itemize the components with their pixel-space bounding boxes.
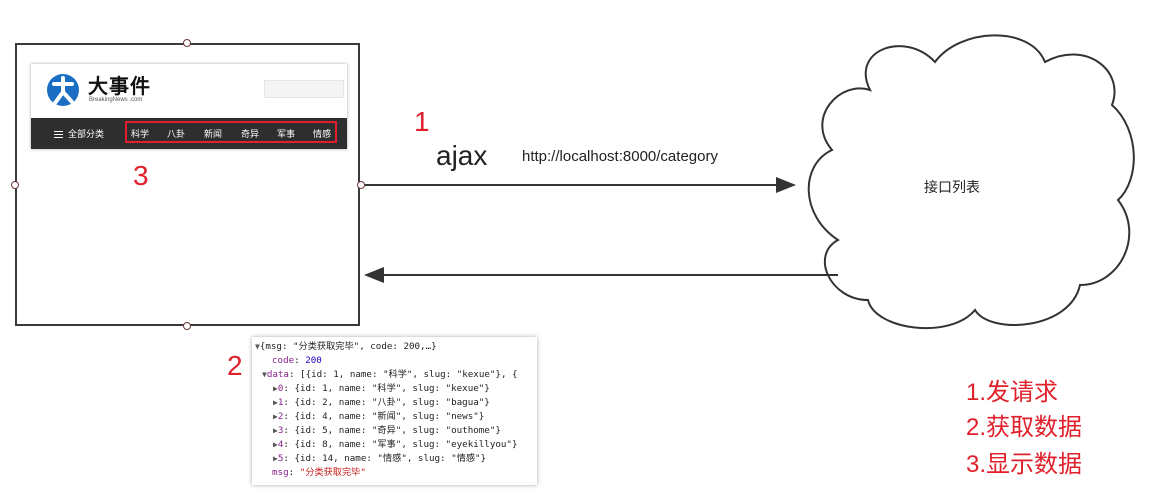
resize-handle-left[interactable] [11,181,19,189]
json-data-item[interactable]: ▶2: {id: 4, name: "新闻", slug: "news"} [273,411,485,422]
nav-category-4[interactable]: 奇异 [241,129,260,139]
category-navbar [31,118,347,149]
nav-category-3[interactable]: 新闻 [204,129,223,139]
json-data-item[interactable]: ▶1: {id: 2, name: "八卦", slug: "bagua"} [273,397,490,408]
nav-category-2[interactable]: 八卦 [167,129,186,139]
resize-handle-bottom[interactable] [183,322,191,330]
expand-triangle-icon[interactable]: ▼ [262,370,267,379]
json-response-panel: ▼{msg: "分类获取完毕", code: 200,…} code: 200 … [252,337,537,485]
annotation-1: 1 [414,106,430,137]
nav-category-5[interactable]: 军事 [277,129,296,139]
nav-category-6[interactable]: 情感 [313,129,332,139]
all-categories-label: 全部分类 [68,129,105,139]
expand-triangle-icon[interactable]: ▼ [255,342,260,351]
cloud-icon [807,34,1135,330]
step-3: 3.显示数据 [966,451,1083,478]
json-data-item[interactable]: ▶5: {id: 14, name: "情感", slug: "情感"} [273,453,487,464]
step-2: 2.获取数据 [966,414,1083,441]
all-categories-button[interactable]: 全部分类 [54,127,104,140]
category-highlight-box [125,121,337,143]
json-data-item[interactable]: ▶3: {id: 5, name: "奇异", slug: "outhome"} [273,425,501,436]
search-input[interactable] [264,80,344,98]
json-data-item[interactable]: ▶4: {id: 8, name: "军事", slug: "eyekillyo… [273,439,518,450]
json-data-line[interactable]: ▼data: [{id: 1, name: "科学", slug: "kexue… [262,369,518,380]
logo-icon [47,74,79,106]
nav-category-1[interactable]: 科学 [131,129,150,139]
json-data-item[interactable]: ▶0: {id: 1, name: "科学", slug: "kexue"} [273,383,490,394]
ajax-label: ajax [436,140,488,171]
cloud-label: 接口列表 [924,179,980,195]
json-root-line[interactable]: ▼{msg: "分类获取完毕", code: 200,…} [255,341,437,352]
menu-bars-icon [54,129,63,140]
resize-handle-top[interactable] [183,39,191,47]
annotation-3: 3 [133,160,149,191]
json-code-line: code: 200 [272,355,322,366]
json-msg-line: msg: "分类获取完毕" [272,467,366,478]
logo-title: 大事件 [88,76,151,98]
request-url: http://localhost:8000/category [522,148,718,165]
step-1: 1.发请求 [966,379,1059,406]
annotation-2: 2 [227,350,243,381]
resize-handle-right[interactable] [357,181,365,189]
logo-subtitle: BreakingNews .com [89,97,143,103]
